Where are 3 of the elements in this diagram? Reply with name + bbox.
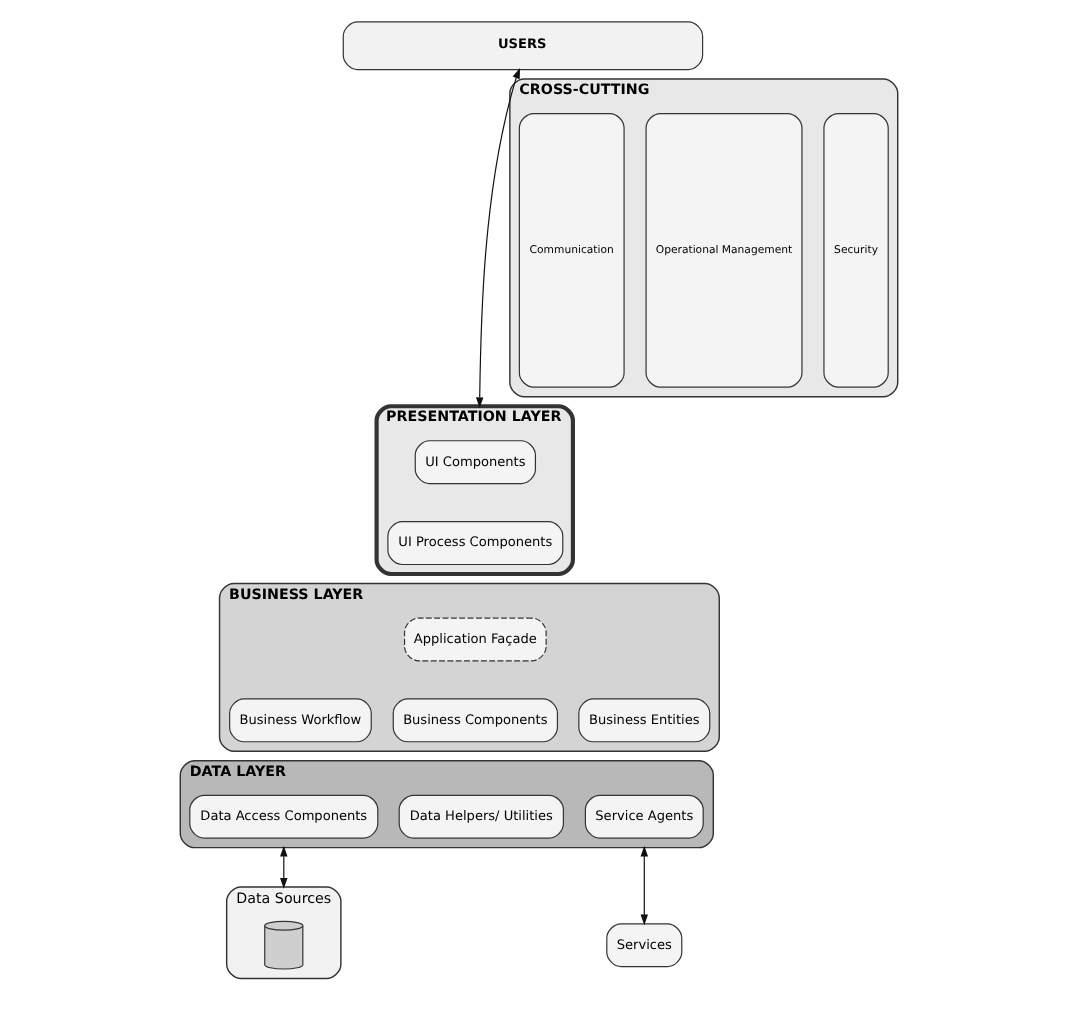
arrow — [640, 845, 649, 926]
arrow — [280, 845, 288, 889]
arrow — [475, 67, 521, 409]
